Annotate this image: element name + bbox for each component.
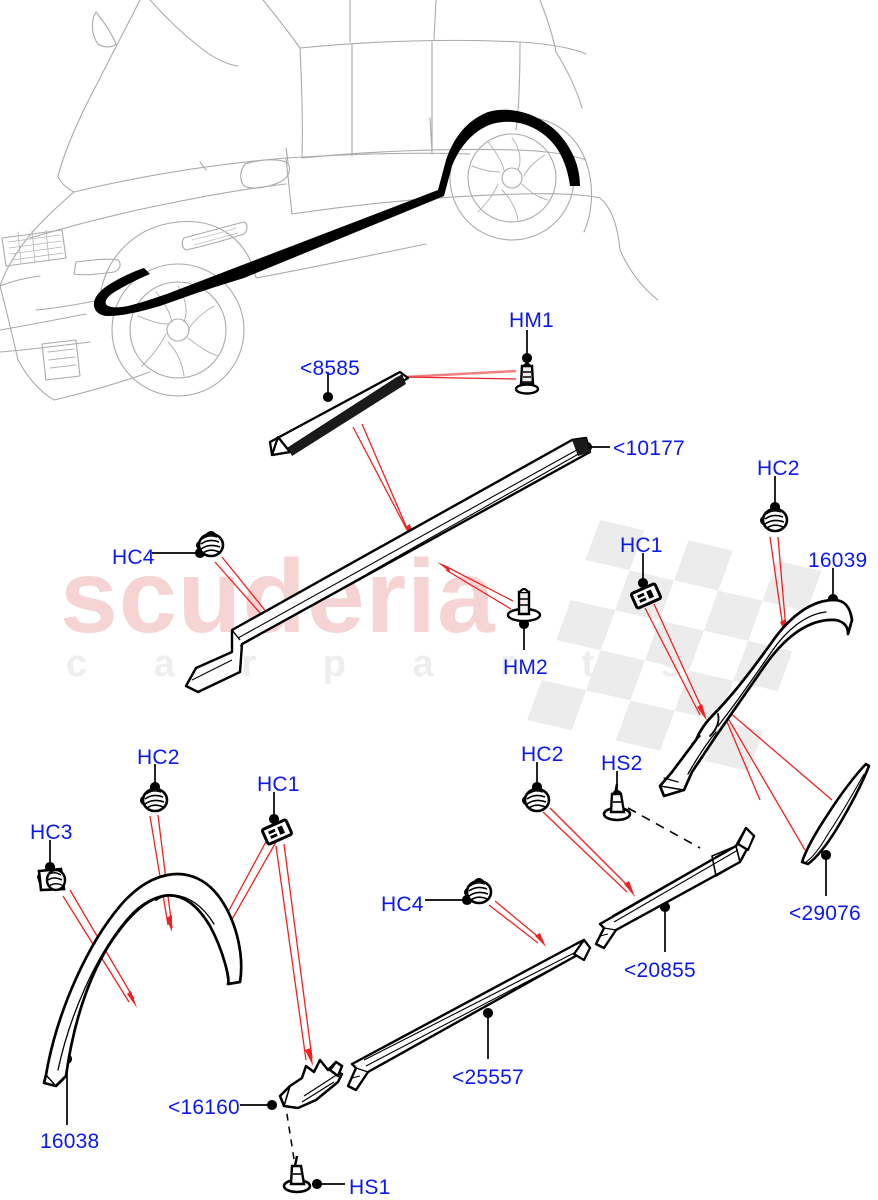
part-29076-trim-blade (800, 762, 871, 866)
label-20855: <20855 (624, 959, 696, 982)
part-20855-rear-sill-moulding (594, 826, 756, 950)
label-16038: 16038 (40, 1130, 100, 1153)
part-16160-sill-end-finisher (278, 1058, 344, 1110)
label-hm1: HM1 (509, 309, 554, 332)
hc2-lower-center-ribbed-grommet-icon (521, 785, 551, 813)
label-hc4-lower: HC4 (381, 893, 424, 916)
label-hc1-lower-left: HC1 (257, 773, 300, 796)
part-10177-front-sill-moulding (184, 436, 592, 694)
label-hc1-right: HC1 (620, 534, 663, 557)
label-10177: <10177 (613, 437, 685, 460)
hc2-upper-right-ribbed-grommet-icon (759, 505, 789, 533)
label-hs1: HS1 (349, 1176, 391, 1199)
label-16160: <16160 (168, 1096, 240, 1119)
hc3-cone-grommet-icon (35, 867, 67, 892)
vehicle-highlighted-sill (93, 109, 580, 316)
watermark-scuderia: scuderia (60, 539, 496, 655)
label-25557: <25557 (452, 1066, 524, 1089)
label-hc2-upper-right: HC2 (757, 457, 800, 480)
label-hc2-lower-left: HC2 (137, 746, 180, 769)
label-8585: <8585 (300, 357, 360, 380)
part-16039-rear-wheel-arch-moulding (658, 598, 854, 798)
hc1-lower-left-rectangular-clip-icon (260, 817, 294, 847)
label-hm2: HM2 (503, 656, 548, 679)
vehicle-outline-illustration (0, 0, 659, 401)
hs2-flanged-screw-icon (602, 782, 632, 822)
label-hs2: HS2 (601, 752, 643, 775)
part-16038-front-wheel-arch-moulding (42, 872, 243, 1088)
part-8585-sill-end-cap (268, 370, 410, 457)
hs1-flanged-screw-icon (282, 1154, 312, 1194)
hm1-push-pin-clip-icon (514, 362, 540, 395)
label-hc3: HC3 (30, 821, 73, 844)
hc4-upper-ribbed-grommet-icon (195, 530, 225, 558)
hc4-lower-ribbed-grommet-icon (463, 877, 493, 905)
label-hc4-upper: HC4 (112, 546, 155, 569)
label-29076: <29076 (789, 902, 861, 925)
part-25557-door-sill-moulding (346, 938, 592, 1092)
hm2-push-rivet-icon (506, 587, 542, 623)
label-hc2-lower-center: HC2 (521, 743, 564, 766)
watermark-carparts: c a r p a r t s (66, 643, 710, 685)
label-16039: 16039 (808, 549, 868, 572)
hc2-lower-left-ribbed-grommet-icon (139, 785, 169, 813)
